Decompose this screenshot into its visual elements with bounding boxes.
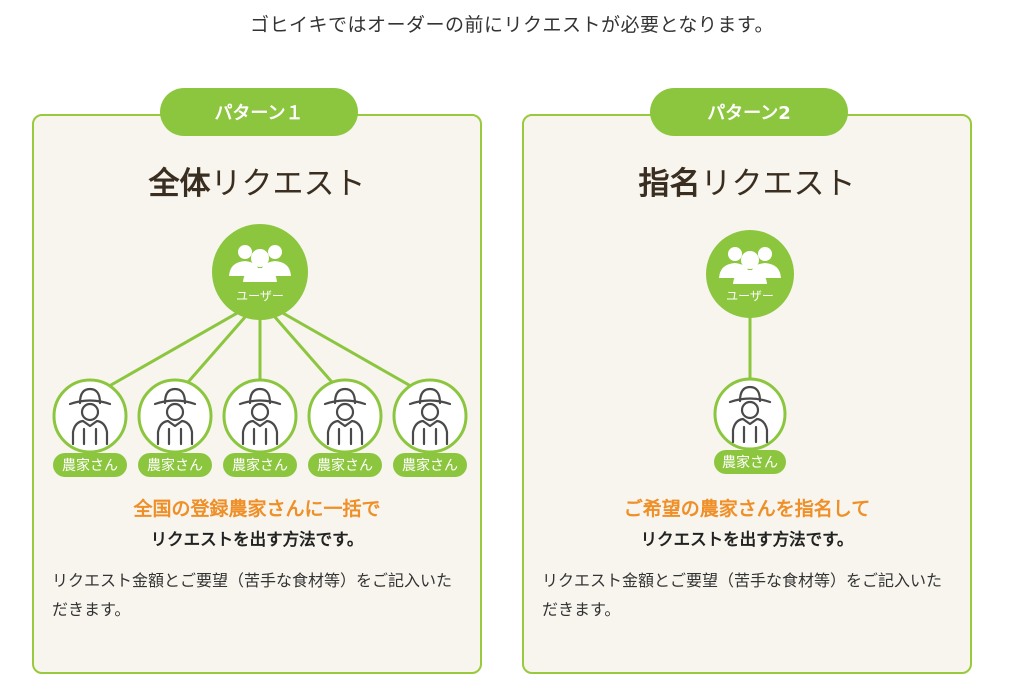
farmer-node-label: 農家さん xyxy=(147,457,203,474)
farmer-icon xyxy=(238,387,282,446)
pattern-badge: パターン2 xyxy=(650,88,848,136)
users-group-icon xyxy=(229,245,291,282)
request-diagram: ユーザー 農家さん xyxy=(706,230,794,474)
users-group-icon xyxy=(719,247,781,284)
farmer-node: 農家さん xyxy=(222,378,298,477)
farmer-icon xyxy=(728,385,772,444)
farmer-icon xyxy=(68,387,112,446)
pattern-card-all-request: パターン１ 全体リクエスト ユーザー xyxy=(32,88,482,674)
card-title-strong: 指名 xyxy=(638,166,701,202)
highlight-text: 全国の登録農家さんに一括で xyxy=(133,498,381,520)
card-title: 全体リクエスト xyxy=(34,158,480,203)
farmer-node-label: 農家さん xyxy=(402,457,458,474)
highlight-text: ご希望の農家さんを指名して xyxy=(623,498,871,520)
user-node-label: ユーザー xyxy=(236,289,284,303)
farmer-icon xyxy=(323,387,367,446)
card-title-rest: リクエスト xyxy=(210,166,366,202)
farmer-node-label: 農家さん xyxy=(317,457,373,474)
subhead-text: リクエストを出す方法です。 xyxy=(640,530,854,549)
pattern-badge: パターン１ xyxy=(160,88,358,136)
user-node-label: ユーザー xyxy=(726,289,774,303)
card-title: 指名リクエスト xyxy=(524,158,970,203)
request-diagram: ユーザー 農家さん 農家さん xyxy=(52,224,468,477)
subhead-text: リクエストを出す方法です。 xyxy=(150,530,364,549)
farmer-node-label: 農家さん xyxy=(232,457,288,474)
user-node: ユーザー xyxy=(706,230,794,318)
farmer-node: 農家さん xyxy=(392,378,468,477)
pattern-card-named-request: パターン2 指名リクエスト ユーザー xyxy=(522,88,972,674)
intro-text: ゴヒイキではオーダーの前にリクエストが必要となります。 xyxy=(249,14,775,36)
description-text: リクエスト金額とご要望（苦手な食材等）をご記入いただきます。 xyxy=(52,571,453,619)
card-title-rest: リクエスト xyxy=(700,166,856,202)
farmer-node-label: 農家さん xyxy=(62,457,118,474)
farmer-node: 農家さん xyxy=(137,378,213,477)
user-node: ユーザー xyxy=(212,224,308,320)
farmer-node: 農家さん xyxy=(713,377,787,474)
card-title-strong: 全体 xyxy=(148,166,211,202)
farmer-icon xyxy=(153,387,197,446)
description-text: リクエスト金額とご要望（苦手な食材等）をご記入いただきます。 xyxy=(542,571,943,619)
farmer-node-label: 農家さん xyxy=(722,454,778,471)
farmer-node: 農家さん xyxy=(307,378,383,477)
farmer-icon xyxy=(408,387,452,446)
farmer-node: 農家さん xyxy=(52,378,128,477)
